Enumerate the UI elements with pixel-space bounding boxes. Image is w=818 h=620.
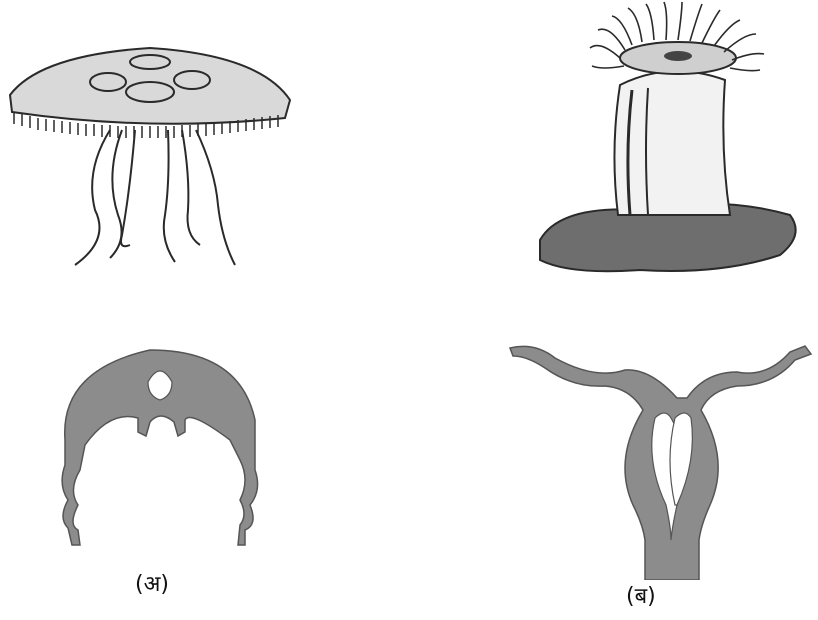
jellyfish-illustration [0,0,300,280]
medusa-cross-section [40,330,280,570]
sea-anemone-illustration [520,0,818,285]
label-b: (ब) [626,580,656,610]
label-a: (अ) [135,568,169,598]
polyp-cross-section [505,340,818,580]
jellyfish-bell [10,48,290,124]
jellyfish-oral-arms [75,130,235,265]
